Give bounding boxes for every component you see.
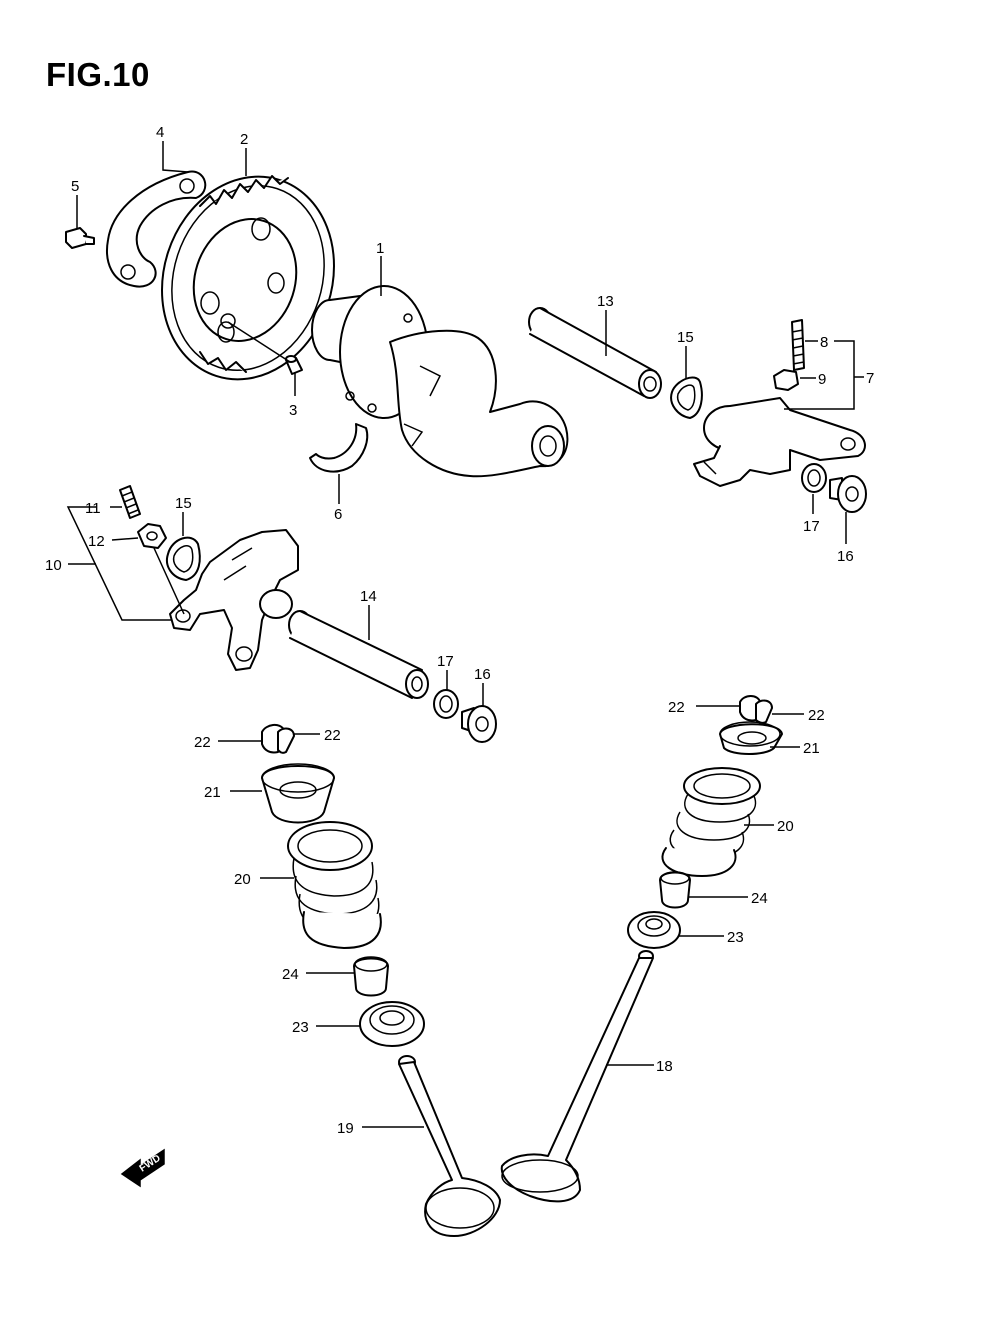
part-6-half-ring (309, 423, 369, 473)
part-16-right-plug (829, 475, 867, 513)
callout-16-lower: 16 (474, 666, 491, 683)
callout-20-left: 20 (234, 871, 251, 888)
part-1-camshaft (311, 285, 569, 478)
callout-10: 10 (45, 557, 62, 574)
callout-9: 9 (818, 371, 826, 388)
part-17-right-washer (801, 463, 827, 493)
callout-21-left: 21 (204, 784, 221, 801)
part-18-exhaust-valve (500, 950, 654, 1203)
callout-22-left-b: 22 (324, 727, 341, 744)
callout-11: 11 (85, 500, 101, 517)
part-20-left-spring (287, 821, 382, 949)
part-11-adjust-screw (119, 485, 141, 519)
callout-labels: 4 2 5 3 1 6 13 15 8 9 7 17 16 11 12 10 1… (45, 124, 874, 1137)
figure-title: FIG.10 (46, 56, 150, 93)
callout-23-right: 23 (727, 929, 744, 946)
part-19-intake-valve (398, 1055, 501, 1237)
callout-24-right: 24 (751, 890, 768, 907)
part-22-right-cotters (739, 695, 773, 724)
callout-2: 2 (240, 131, 248, 148)
callout-18: 18 (656, 1058, 673, 1075)
callout-12: 12 (88, 533, 105, 550)
part-17-lower-washer (433, 689, 459, 719)
callout-6: 6 (334, 506, 342, 523)
callout-4: 4 (156, 124, 164, 141)
part-20-right-spring (661, 767, 761, 877)
callout-3: 3 (289, 402, 297, 419)
forward-arrow-icon: FWD (120, 1148, 165, 1188)
part-9-lock-nut (773, 369, 799, 391)
callout-17-lower: 17 (437, 653, 454, 670)
callout-13: 13 (597, 293, 614, 310)
part-10-rocker-arm (169, 529, 299, 671)
part-8-adjust-screw (791, 319, 805, 371)
callout-15-lower: 15 (175, 495, 192, 512)
callout-14: 14 (360, 588, 377, 605)
callout-20-right: 20 (777, 818, 794, 835)
callout-19: 19 (337, 1120, 354, 1137)
part-13-rocker-shaft (528, 307, 662, 399)
part-5-bolt (65, 227, 95, 249)
callout-22-right-a: 22 (668, 699, 685, 716)
part-24-left-seal (353, 956, 389, 997)
part-23-right-seat (627, 911, 681, 949)
callout-5: 5 (71, 178, 79, 195)
part-22-left-cotters (261, 724, 295, 754)
part-24-right-seal (659, 871, 691, 909)
callout-1: 1 (376, 240, 384, 257)
callout-21-right: 21 (803, 740, 820, 757)
part-15-upper-washer (670, 376, 703, 419)
part-15-lower-washer (166, 536, 201, 581)
part-21-right-retainer (719, 721, 783, 755)
callout-7: 7 (866, 370, 874, 387)
callout-16-right: 16 (837, 548, 854, 565)
part-23-left-seat (359, 1001, 425, 1047)
part-7-rocker-arm (693, 397, 866, 487)
part-12-lock-nut (137, 523, 167, 549)
callout-8: 8 (820, 334, 828, 351)
part-2-cam-sprocket (161, 175, 335, 381)
part-16-lower-plug (461, 705, 497, 743)
callout-24-left: 24 (282, 966, 299, 983)
callout-22-right-b: 22 (808, 707, 825, 724)
part-14-rocker-shaft (288, 610, 429, 699)
callout-17-right: 17 (803, 518, 820, 535)
part-4-retainer-plate (106, 170, 207, 288)
callout-22-left-a: 22 (194, 734, 211, 751)
part-21-left-retainer (261, 763, 335, 824)
leader-lines (66, 141, 864, 1128)
callout-15-upper: 15 (677, 329, 694, 346)
part-3-pin (285, 355, 303, 375)
callout-23-left: 23 (292, 1019, 309, 1036)
